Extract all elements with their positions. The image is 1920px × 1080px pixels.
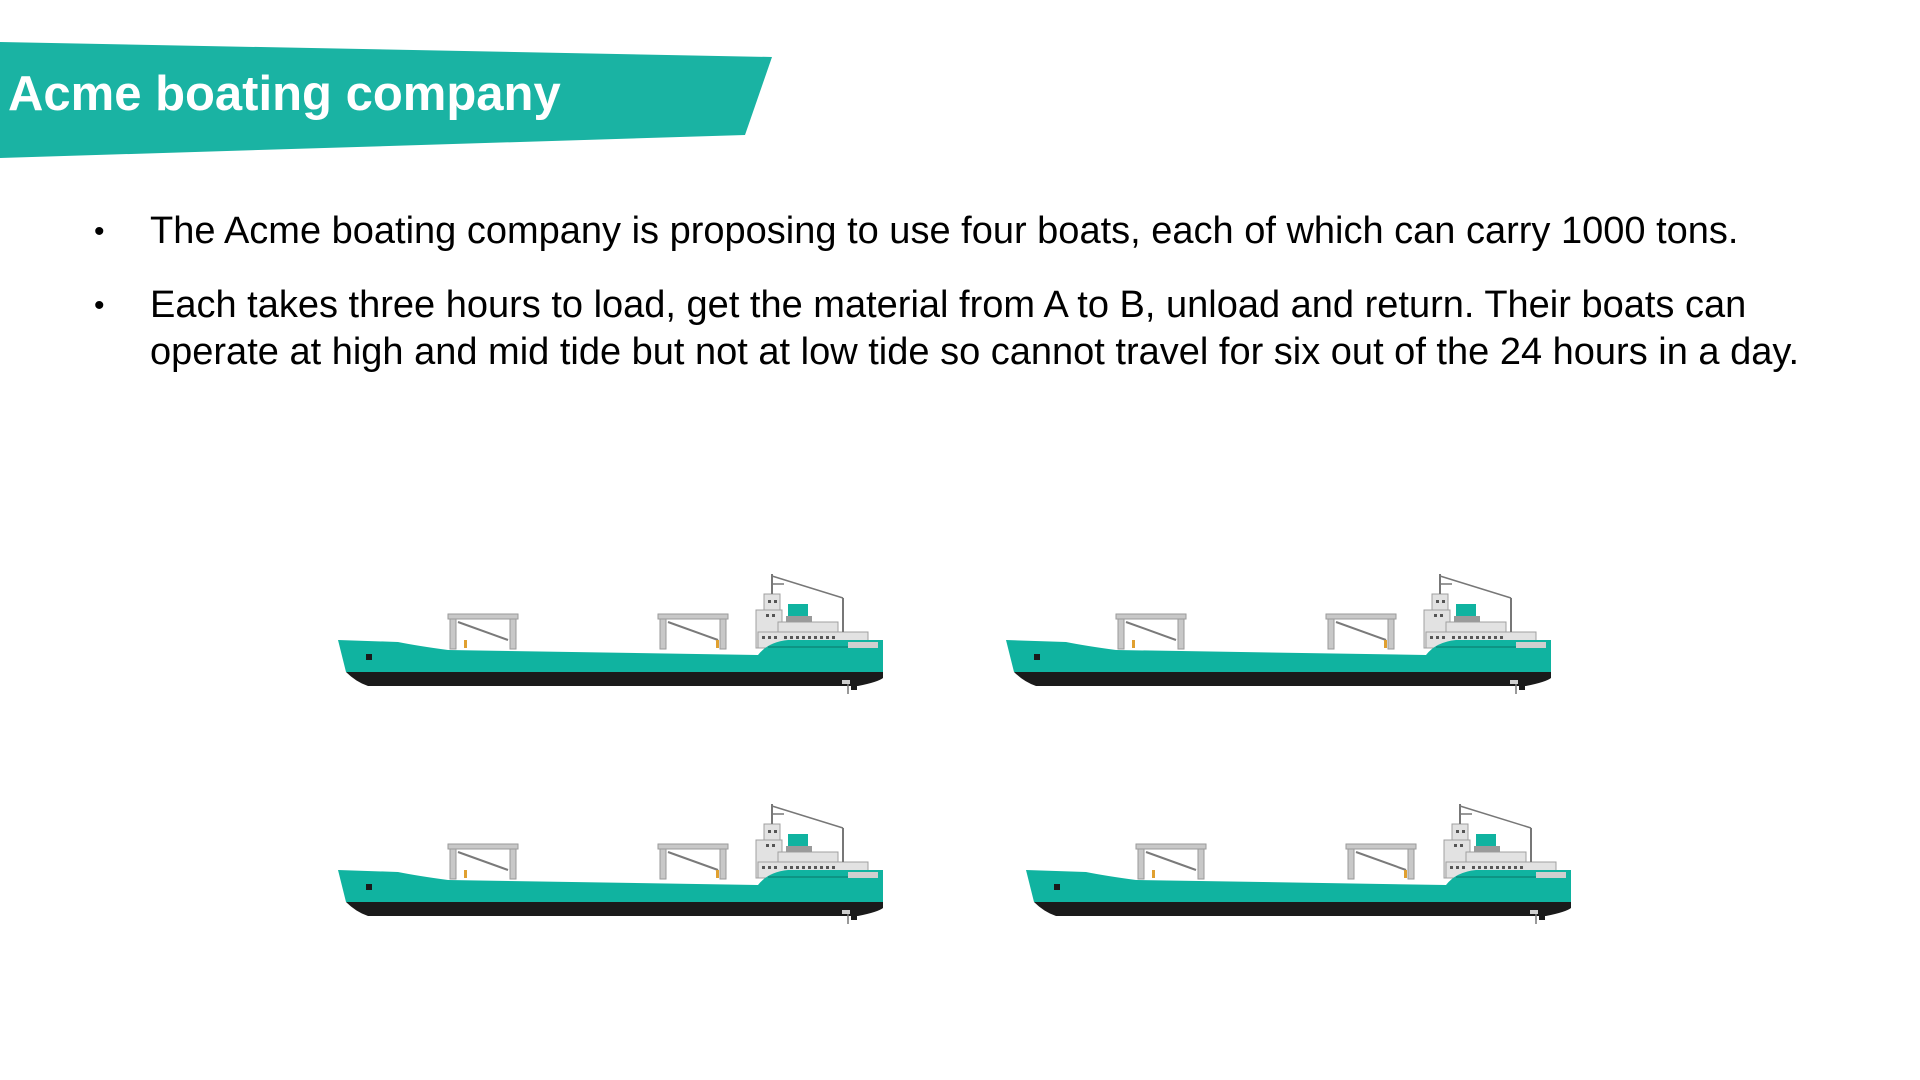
bullet-text: Each takes three hours to load, get the … [150,284,1800,373]
bullet-text: The Acme boating company is proposing to… [150,210,1739,252]
bullet-item: • The Acme boating company is proposing … [94,208,1854,255]
cargo-ship-icon [1006,573,1552,695]
cargo-ship-icon [338,803,884,925]
cargo-ship-icon [338,573,884,695]
bullet-marker: • [94,215,105,248]
bullet-marker: • [94,289,105,322]
title-banner [0,40,775,160]
cargo-ship-icon [1026,803,1572,925]
title-banner-shape [0,42,772,158]
bullet-list: • The Acme boating company is proposing … [94,208,1854,403]
bullet-item: • Each takes three hours to load, get th… [94,282,1854,376]
slide-title: Acme boating company [8,67,561,121]
